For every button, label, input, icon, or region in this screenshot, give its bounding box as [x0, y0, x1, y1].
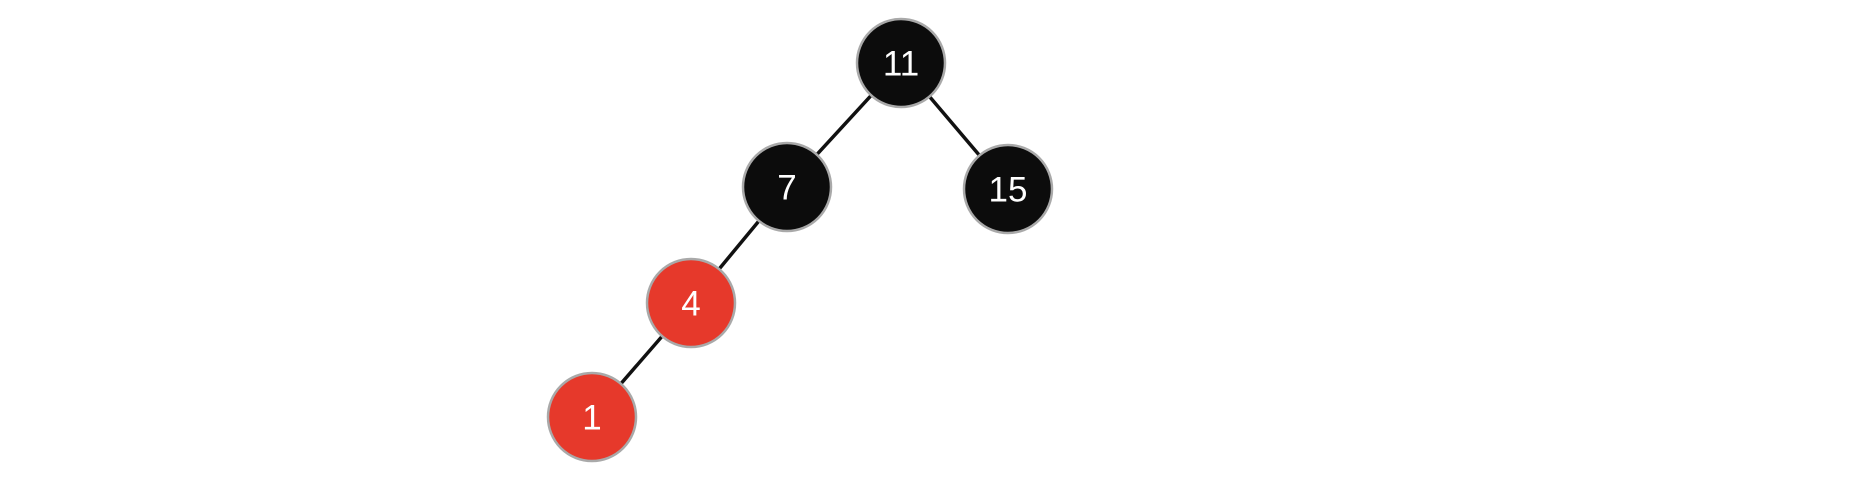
tree-node-label-15: 15 [989, 171, 1028, 210]
tree-node-1[interactable]: 1 [546, 371, 638, 463]
tree-node-circle-7[interactable] [741, 141, 833, 233]
tree-node-label-1: 1 [582, 399, 601, 438]
tree-node-4[interactable]: 4 [645, 257, 737, 349]
tree-node-circle-1[interactable] [546, 371, 638, 463]
tree-node-label-4: 4 [681, 285, 700, 324]
tree-node-circle-4[interactable] [645, 257, 737, 349]
tree-node-circle-11[interactable] [855, 17, 947, 109]
tree-node-circle-15[interactable] [962, 143, 1054, 235]
tree-node-15[interactable]: 15 [962, 143, 1054, 235]
tree-node-11[interactable]: 11 [855, 17, 947, 109]
tree-node-label-11: 11 [883, 45, 919, 84]
tree-node-label-7: 7 [777, 169, 796, 208]
tree-node-7[interactable]: 7 [741, 141, 833, 233]
